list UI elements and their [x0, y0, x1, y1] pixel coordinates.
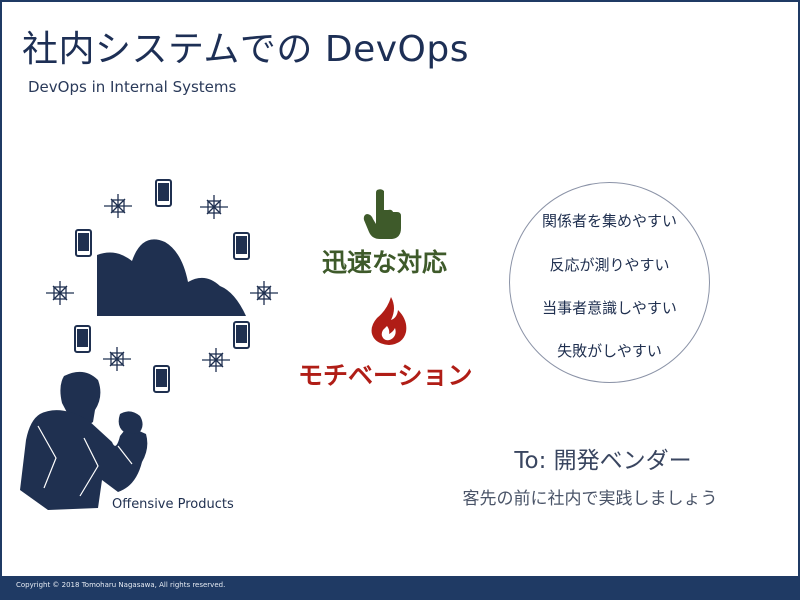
copyright-text: Copyright © 2018 Tomoharu Nagasawa, All … — [16, 581, 226, 589]
slide-subtitle: DevOps in Internal Systems — [28, 78, 237, 96]
benefits-circle — [509, 182, 710, 383]
cloud-icon — [97, 239, 246, 316]
connector-icon — [103, 347, 131, 371]
phone-icon — [74, 325, 91, 353]
phone-icon — [75, 229, 92, 257]
offensive-products-illustration — [20, 179, 278, 510]
footer-bar: Copyright © 2018 Tomoharu Nagasawa, All … — [2, 576, 798, 598]
benefit-item: 反応が測りやすい — [549, 256, 670, 274]
phone-icon — [233, 232, 250, 260]
pointing-hand-icon — [363, 189, 401, 239]
benefit-item: 当事者意識しやすい — [542, 299, 677, 317]
connector-icon — [250, 281, 278, 305]
audience-line: To: 開発ベンダー — [514, 448, 692, 474]
keyword-motivation: モチベーション — [298, 361, 473, 390]
phone-icon — [155, 179, 172, 207]
offensive-products-label: Offensive Products — [112, 497, 234, 512]
benefit-item: 関係者を集めやすい — [541, 212, 677, 230]
person-throwing-icon — [20, 371, 148, 510]
benefit-item: 失敗がしやすい — [557, 342, 662, 360]
connector-icon — [200, 195, 228, 219]
connector-icon — [202, 348, 230, 372]
flame-icon — [371, 297, 407, 345]
slide-title: 社内システムでの DevOps — [22, 29, 469, 70]
connector-icon — [46, 281, 74, 305]
phone-icon — [233, 321, 250, 349]
keyword-speed: 迅速な対応 — [322, 248, 448, 277]
audience-description: 客先の前に社内で実践しましょう — [462, 489, 718, 509]
connector-icon — [104, 194, 132, 218]
phone-icon — [153, 365, 170, 393]
